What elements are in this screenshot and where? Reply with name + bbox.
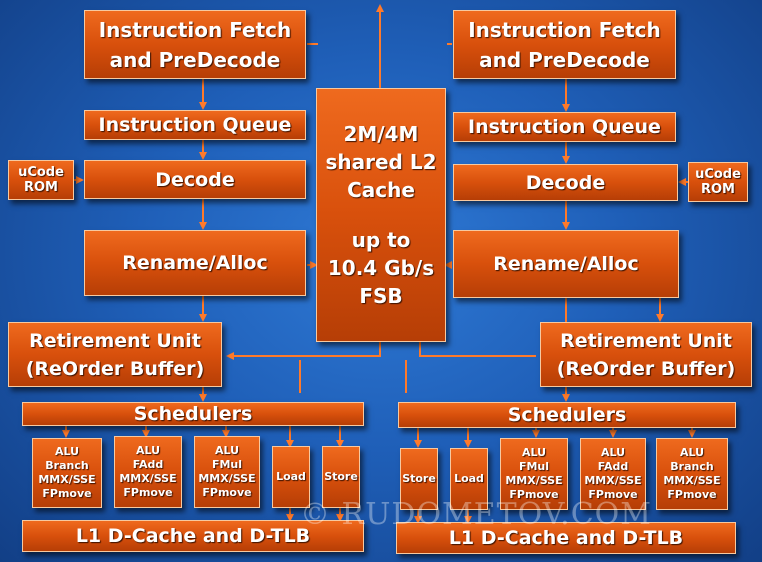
right-l1-dcache-block: L1 D-Cache and D-TLB (396, 522, 736, 554)
right-fetch-line-2: and PreDecode (479, 47, 650, 72)
right-l1-label: L1 D-Cache and D-TLB (448, 527, 684, 549)
left-rename-label: Rename/Alloc (122, 252, 268, 274)
unit-line: Load (454, 472, 484, 485)
watermark-text: © RUDOMETOV.COM (300, 497, 652, 532)
left-rename-alloc-block: Rename/Alloc (84, 230, 306, 296)
left-instruction-queue-block: Instruction Queue (84, 110, 306, 140)
left-l1-label: L1 D-Cache and D-TLB (75, 525, 311, 547)
left-ucode-rom-block: uCode ROM (8, 160, 74, 200)
left-unit-alu-fadd: ALU FAdd MMX/SSE FPmove (114, 436, 182, 508)
left-retirement-unit-block: Retirement Unit (ReOrder Buffer) (8, 322, 222, 387)
unit-line: FPmove (42, 487, 92, 500)
l2-line-2: shared L2 (325, 150, 437, 174)
right-instruction-fetch-block: Instruction Fetch and PreDecode (453, 10, 676, 79)
left-retire-line-1: Retirement Unit (29, 329, 201, 352)
unit-line: Load (276, 470, 306, 483)
l2-line-5: 10.4 Gb/s (327, 256, 435, 280)
unit-line: FPmove (667, 488, 717, 501)
unit-line: MMX/SSE (119, 472, 177, 485)
right-fetch-line-1: Instruction Fetch (468, 17, 661, 42)
right-schedulers-block: Schedulers (398, 402, 736, 428)
right-queue-label: Instruction Queue (468, 116, 661, 138)
unit-line: FAdd (132, 458, 164, 471)
unit-line: ALU (54, 445, 80, 458)
right-unit-alu-fadd: ALU FAdd MMX/SSE FPmove (580, 438, 646, 510)
left-schedulers-label: Schedulers (133, 403, 253, 425)
unit-line: FPmove (202, 486, 252, 499)
l2-line-3: Cache (347, 178, 415, 202)
right-unit-alu-branch: ALU Branch MMX/SSE FPmove (656, 438, 728, 510)
unit-line: ALU (135, 444, 161, 457)
l2-line-6: FSB (359, 284, 403, 308)
unit-line: FPmove (509, 488, 559, 501)
left-ucode-line-2: ROM (24, 180, 58, 195)
unit-line: ALU (214, 444, 240, 457)
right-retirement-unit-block: Retirement Unit (ReOrder Buffer) (540, 322, 752, 387)
left-unit-alu-branch: ALU Branch MMX/SSE FPmove (32, 438, 102, 508)
left-instruction-fetch-block: Instruction Fetch and PreDecode (84, 10, 306, 79)
left-fetch-line-1: Instruction Fetch (98, 17, 292, 42)
left-decode-block: Decode (84, 160, 306, 199)
left-schedulers-block: Schedulers (22, 402, 364, 426)
right-decode-block: Decode (453, 164, 678, 201)
right-ucode-rom-block: uCode ROM (688, 162, 748, 202)
left-queue-label: Instruction Queue (98, 114, 292, 136)
right-schedulers-label: Schedulers (507, 404, 627, 426)
unit-line: MMX/SSE (505, 474, 563, 487)
left-retire-line-2: (ReOrder Buffer) (25, 357, 205, 380)
unit-line: FAdd (597, 460, 629, 473)
unit-line: MMX/SSE (198, 472, 256, 485)
right-rename-label: Rename/Alloc (493, 253, 639, 275)
left-ucode-line-1: uCode (18, 165, 64, 180)
unit-line: FPmove (123, 486, 173, 499)
unit-line: ALU (600, 446, 626, 459)
right-unit-load: Load (450, 448, 488, 510)
unit-line: MMX/SSE (584, 474, 642, 487)
left-unit-alu-fmul: ALU FMul MMX/SSE FPmove (194, 436, 260, 508)
l2-line-1: 2M/4M (343, 122, 419, 146)
right-unit-store: Store (400, 448, 438, 510)
right-retire-line-2: (ReOrder Buffer) (556, 357, 736, 380)
unit-line: FMul (211, 458, 243, 471)
unit-line: FPmove (588, 488, 638, 501)
unit-line: Branch (45, 459, 89, 472)
unit-line: Store (402, 472, 436, 485)
l2-line-4: up to (351, 228, 411, 252)
left-unit-store: Store (322, 446, 360, 508)
right-ucode-line-2: ROM (701, 182, 735, 197)
right-retire-line-1: Retirement Unit (560, 329, 732, 352)
right-decode-label: Decode (525, 171, 606, 194)
left-decode-label: Decode (155, 168, 235, 191)
shared-l2-cache-block: 2M/4M shared L2 Cache up to 10.4 Gb/s FS… (316, 88, 446, 342)
unit-line: MMX/SSE (663, 474, 721, 487)
left-unit-load: Load (272, 446, 310, 508)
unit-line: FMul (518, 460, 550, 473)
right-ucode-line-1: uCode (695, 167, 741, 182)
right-unit-alu-fmul: ALU FMul MMX/SSE FPmove (500, 438, 568, 510)
unit-line: Branch (670, 460, 714, 473)
right-instruction-queue-block: Instruction Queue (453, 112, 676, 142)
unit-line: ALU (679, 446, 705, 459)
unit-line: ALU (521, 446, 547, 459)
left-l1-dcache-block: L1 D-Cache and D-TLB (22, 520, 364, 552)
unit-line: Store (324, 470, 358, 483)
left-fetch-line-2: and PreDecode (109, 47, 281, 72)
unit-line: MMX/SSE (38, 473, 96, 486)
right-rename-alloc-block: Rename/Alloc (453, 230, 679, 298)
